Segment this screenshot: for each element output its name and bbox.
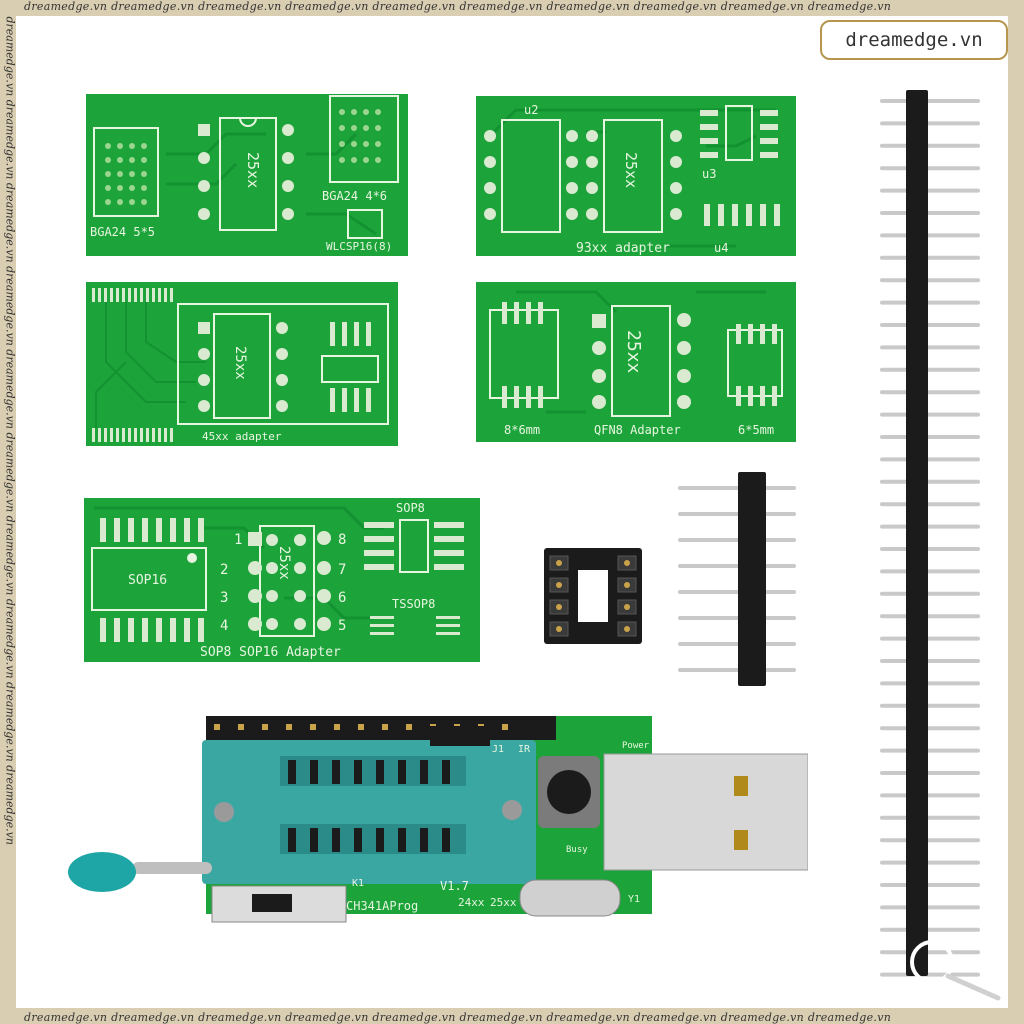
- 45xx-chip-label: 25xx: [232, 346, 248, 380]
- watermark-top: dreamedge.vn dreamedge.vn dreamedge.vn d…: [24, 0, 892, 13]
- 45xx-title-label: 45xx adapter: [202, 430, 282, 443]
- programmer-24xx-tag: 24xx: [458, 896, 485, 909]
- sop-pin-6: 6: [338, 590, 346, 606]
- 93xx-u4-label: u4: [714, 241, 728, 255]
- 93xx-u3-label: u3: [702, 167, 716, 181]
- programmer-k1-label: K1: [352, 878, 364, 889]
- 45xx-adapter-board: 25xx 45xx adapter: [86, 282, 398, 446]
- programmer-ir-label: IR: [518, 744, 531, 755]
- programmer-j1-label: J1: [492, 744, 504, 755]
- qfn8-adapter-board: 25xx 8*6mm QFN8 Adapter 6*5mm: [476, 282, 796, 442]
- programmer-power-label: Power: [622, 741, 650, 751]
- sop-pin-8: 8: [338, 532, 346, 548]
- programmer-name-label: CH341AProg: [346, 899, 418, 913]
- programmer-y1-label: Y1: [628, 894, 640, 905]
- sop-pin-2: 2: [220, 562, 228, 578]
- sop-pin-5: 5: [338, 618, 346, 634]
- bga-adapter-board: 25xx BGA24 5*5 BGA24 4*6 WLCSP16(8): [86, 94, 408, 256]
- qfn8-right-label: 6*5mm: [738, 423, 774, 437]
- zoom-magnifier-icon[interactable]: [900, 936, 1004, 1004]
- programmer-25xx-tag: 25xx: [490, 896, 517, 909]
- sop-pin-1: 1: [234, 532, 242, 548]
- sop8-sop16-adapter-board: SOP16 SOP8 TSSOP8 25xx 1 2 3 4 8 7 6 5 S…: [84, 498, 480, 662]
- 93xx-chip-label: 25xx: [622, 152, 640, 188]
- long-pin-header: [880, 90, 980, 977]
- brand-badge: dreamedge.vn: [820, 20, 1008, 60]
- watermark-left: dreamedge.vn dreamedge.vn dreamedge.vn d…: [3, 16, 17, 845]
- ch341a-programmer: V1.7 CH341AProg 24xx 25xx IR J1 K1 Y1 Bu…: [68, 716, 808, 923]
- bga-left-label: BGA24 5*5: [90, 225, 155, 239]
- qfn8-chip-label: 25xx: [623, 330, 644, 374]
- sop-pin-3: 3: [220, 590, 228, 606]
- sop-chip-label: 25xx: [276, 546, 292, 580]
- 93xx-u2-label: u2: [524, 103, 538, 117]
- qfn8-left-label: 8*6mm: [504, 423, 540, 437]
- sop-title-label: SOP8 SOP16 Adapter: [200, 645, 341, 660]
- sop-pin-4: 4: [220, 618, 228, 634]
- dip8-socket: [544, 548, 642, 644]
- sop8-label: SOP8: [396, 501, 425, 515]
- qfn8-title-label: QFN8 Adapter: [594, 423, 681, 437]
- short-pin-header: [678, 472, 796, 686]
- 93xx-adapter-board: 25xx u2 u3 u4 93xx adapter: [476, 96, 796, 256]
- tssop8-label: TSSOP8: [392, 597, 435, 611]
- programmer-busy-label: Busy: [566, 845, 588, 855]
- sop16-label: SOP16: [128, 573, 167, 588]
- bga-chip-label: 25xx: [244, 152, 262, 188]
- bga-bottom-label: WLCSP16(8): [326, 240, 392, 253]
- bga-right-label: BGA24 4*6: [322, 189, 387, 203]
- 93xx-title-label: 93xx adapter: [576, 241, 670, 256]
- watermark-bottom: dreamedge.vn dreamedge.vn dreamedge.vn d…: [24, 1011, 892, 1024]
- programmer-version-label: V1.7: [440, 879, 469, 893]
- sop-pin-7: 7: [338, 562, 346, 578]
